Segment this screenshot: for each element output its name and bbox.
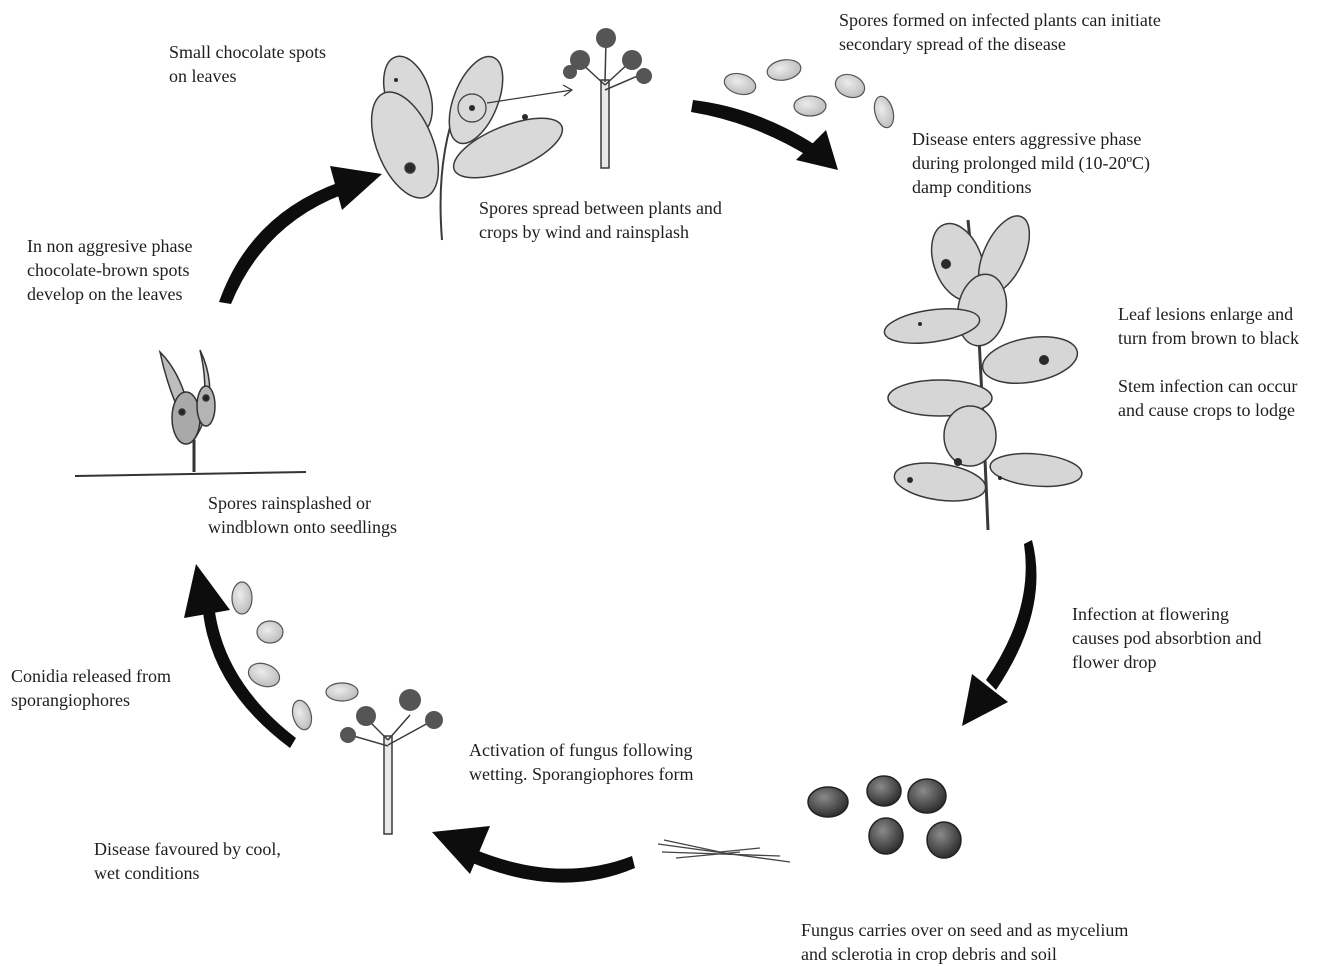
seedling-illustration bbox=[74, 349, 307, 477]
cycle-arrow-bottom bbox=[432, 826, 635, 883]
sporangiophore-top-illustration bbox=[563, 28, 652, 169]
label-carryover: Fungus carries over on seed and as mycel… bbox=[801, 920, 1129, 964]
cycle-arrow-top-left bbox=[219, 166, 382, 304]
cycle-arrow-left bbox=[184, 564, 296, 748]
spores-top-right bbox=[723, 59, 895, 129]
label-spores-formed: Spores formed on infected plants can ini… bbox=[839, 10, 1161, 54]
infected-stem-illustration bbox=[883, 215, 1083, 531]
crop-debris-illustration bbox=[657, 839, 791, 863]
conidia-spores bbox=[231, 581, 359, 731]
cycle-arrow-top-right bbox=[691, 100, 838, 170]
cycle-arrow-right bbox=[962, 540, 1037, 726]
label-favoured: Disease favoured by cool,wet conditions bbox=[94, 839, 281, 883]
sporangiophore-bottom-illustration bbox=[340, 689, 443, 835]
leafy-shoot-illustration bbox=[370, 55, 574, 241]
sclerotia-illustration bbox=[807, 775, 962, 859]
